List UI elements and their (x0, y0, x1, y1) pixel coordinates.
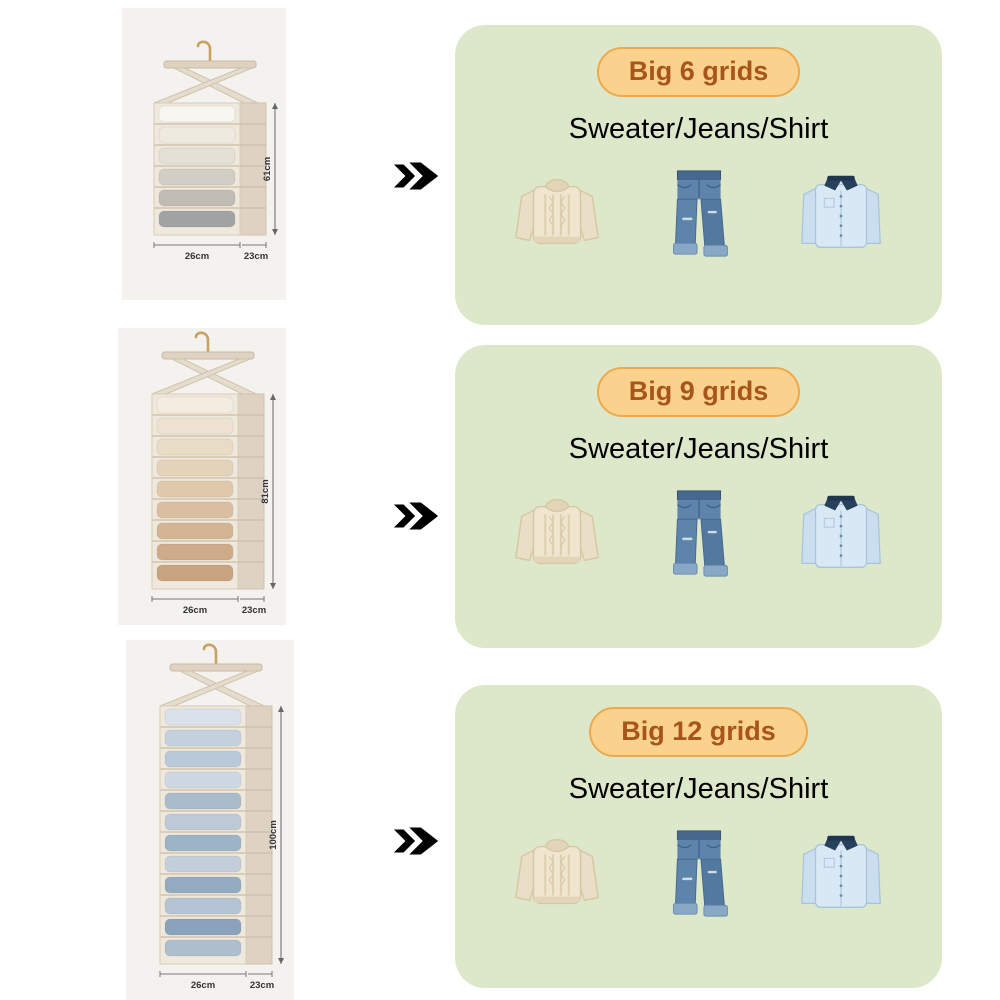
arrow-right-icon (392, 160, 442, 192)
folded-clothes (156, 543, 234, 560)
folded-clothes (164, 939, 242, 956)
folded-clothes (164, 750, 242, 767)
jeans-icon (650, 162, 748, 266)
hanger-hook (202, 643, 218, 665)
organizer-illustration: 100cm 26cm 23cm (159, 643, 284, 991)
folded-clothes (164, 876, 242, 893)
folded-clothes (156, 438, 234, 455)
organizer-9-grids: 81cm 26cm 23cm (116, 328, 288, 626)
width-dimension: 26cm (183, 605, 207, 616)
variant-badge: Big 6 grids (596, 47, 801, 97)
sweater-icon (508, 822, 606, 926)
support-strap (173, 67, 259, 103)
variant-badge: Big 9 grids (596, 367, 801, 417)
arrow-right-icon (392, 825, 442, 857)
organizer-side (245, 705, 273, 964)
folded-clothes (158, 189, 236, 206)
folded-clothes (158, 126, 236, 143)
folded-clothes (156, 459, 234, 476)
shirt-icon (792, 482, 890, 586)
folded-clothes (158, 105, 236, 122)
variant-panel-12-grids: Big 12 grids Sweater/Jeans/Shirt (455, 685, 942, 988)
folded-clothes (158, 147, 236, 164)
folded-clothes (164, 729, 242, 746)
hanger-bar (161, 351, 255, 359)
width-dimension: 26cm (185, 251, 209, 262)
folded-clothes (156, 396, 234, 413)
folded-clothes (164, 792, 242, 809)
folded-clothes (156, 417, 234, 434)
folded-clothes (156, 564, 234, 581)
folded-clothes (164, 708, 242, 725)
folded-clothes (164, 855, 242, 872)
hanger-hook (194, 331, 210, 353)
shirt-icon (792, 822, 890, 926)
arrow-right-icon (392, 500, 442, 532)
folded-clothes (156, 522, 234, 539)
organizer-12-grids: 100cm 26cm 23cm (124, 640, 296, 1000)
height-dimension: 100cm (268, 820, 279, 850)
organizer-6-grids: 61cm 26cm 23cm (118, 37, 290, 272)
folded-clothes (156, 480, 234, 497)
sweater-icon (508, 162, 606, 266)
organizer-illustration: 61cm 26cm 23cm (153, 40, 278, 262)
organizer-illustration: 81cm 26cm 23cm (151, 331, 276, 616)
depth-dimension: 23cm (244, 251, 268, 262)
folded-clothes (164, 771, 242, 788)
support-strap (179, 670, 265, 706)
support-strap (171, 358, 257, 394)
product-photo-6-grids: 61cm 26cm 23cm (122, 8, 286, 300)
items-label: Sweater/Jeans/Shirt (568, 112, 829, 145)
hanger-bar (169, 663, 263, 671)
clothes-row (508, 162, 890, 266)
folded-clothes (164, 813, 242, 830)
variant-panel-9-grids: Big 9 grids Sweater/Jeans/Shirt (455, 345, 942, 648)
folded-clothes (158, 168, 236, 185)
product-photo-9-grids: 81cm 26cm 23cm (118, 328, 286, 625)
depth-dimension: 23cm (250, 980, 274, 991)
folded-clothes (156, 501, 234, 518)
jeans-icon (650, 822, 748, 926)
width-dimension: 26cm (191, 980, 215, 991)
variant-panel-6-grids: Big 6 grids Sweater/Jeans/Shirt (455, 25, 942, 325)
clothes-row (508, 482, 890, 586)
jeans-icon (650, 482, 748, 586)
product-photo-12-grids: 100cm 26cm 23cm (126, 640, 294, 1000)
hanger-bar (163, 60, 257, 68)
shirt-icon (792, 162, 890, 266)
folded-clothes (164, 834, 242, 851)
folded-clothes (158, 210, 236, 227)
folded-clothes (164, 897, 242, 914)
items-label: Sweater/Jeans/Shirt (568, 432, 829, 465)
variant-badge: Big 12 grids (589, 707, 808, 757)
hanger-hook (196, 40, 212, 62)
depth-dimension: 23cm (242, 605, 266, 616)
clothes-row (508, 822, 890, 926)
sweater-icon (508, 482, 606, 586)
organizer-side (237, 393, 265, 589)
items-label: Sweater/Jeans/Shirt (568, 772, 829, 805)
height-dimension: 81cm (260, 479, 271, 503)
folded-clothes (164, 918, 242, 935)
height-dimension: 61cm (262, 156, 273, 180)
